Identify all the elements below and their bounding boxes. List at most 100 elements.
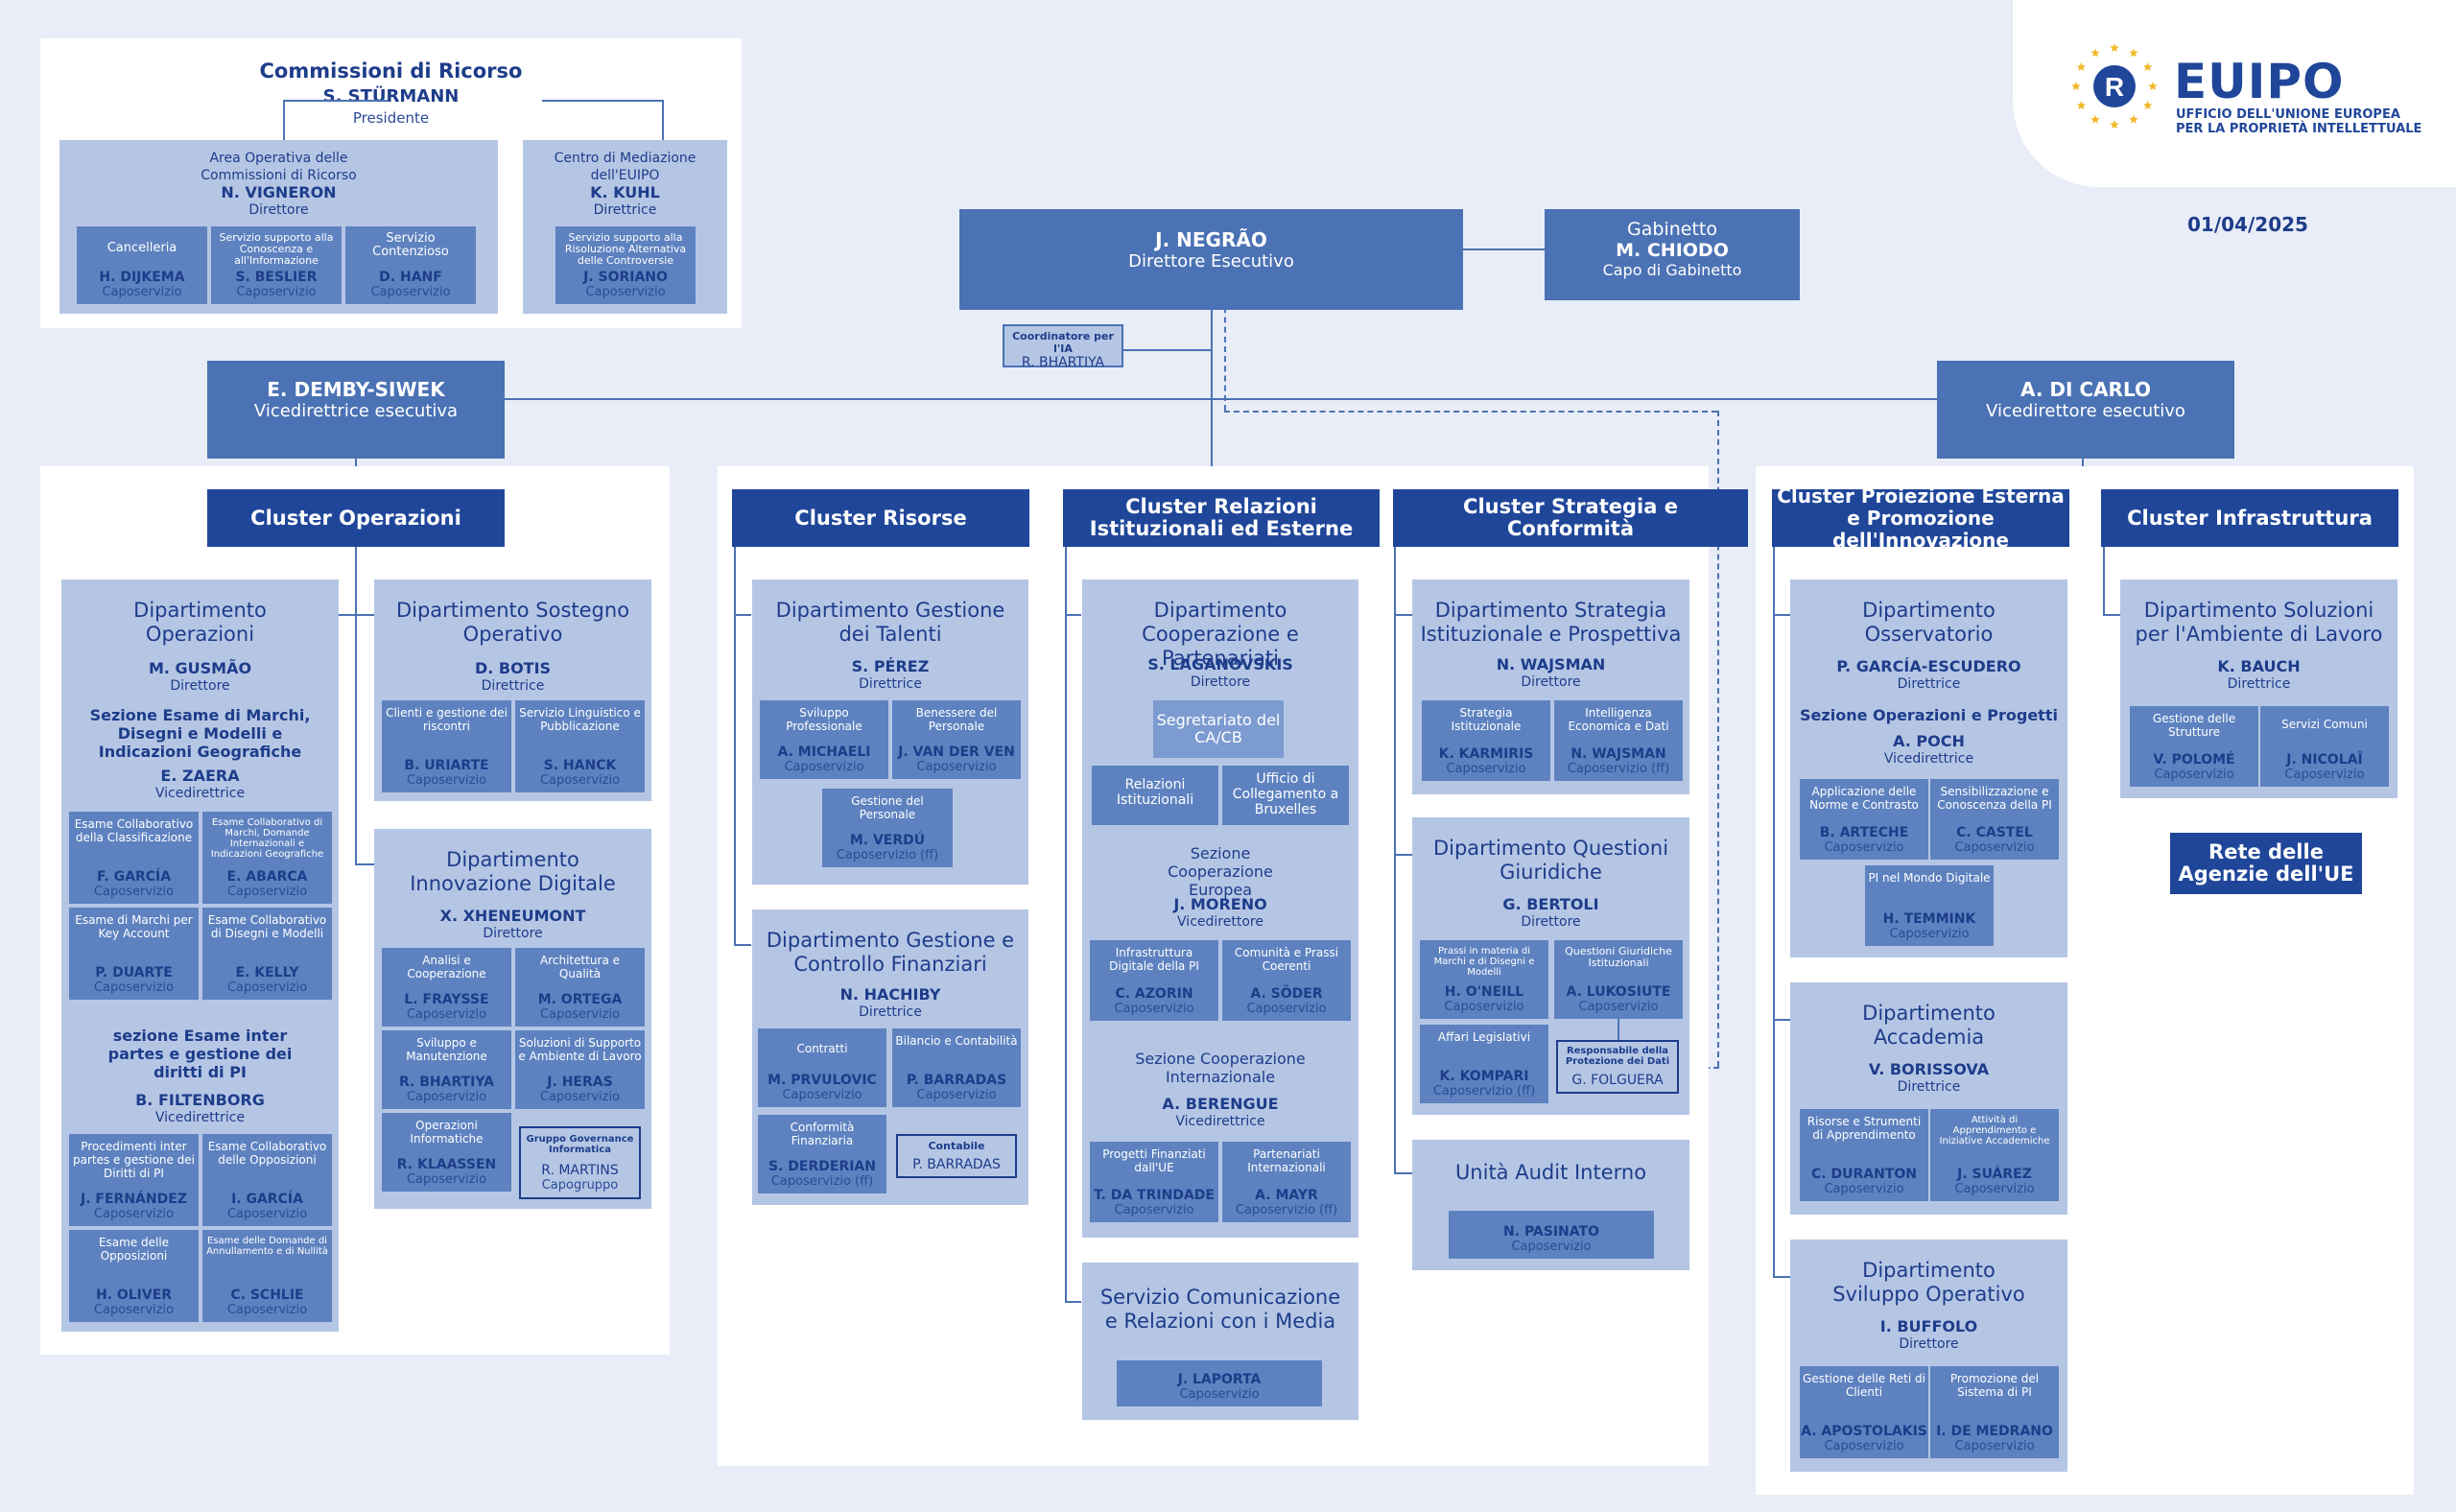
dept-communications: Servizio Comunicazione e Relazioni con i…: [1082, 1263, 1358, 1420]
legal-director: G. BERTOLI: [1502, 895, 1599, 913]
cluster-infrastructure: Cluster Infrastruttura: [2101, 489, 2398, 547]
coop-secretariat: Segretariato del CA/CB: [1153, 700, 1284, 758]
unit-ops-4: Procedimenti inter partes e gestione dei…: [69, 1134, 199, 1226]
coop-director: S. LAGANOVSKIS: [1147, 655, 1293, 673]
executive-director-name: J. NEGRÃO: [1155, 228, 1267, 251]
mediation-centre: Centro di Mediazione dell'EUIPO K. KUHL …: [523, 140, 727, 314]
cabinet-head-name: M. CHIODO: [1616, 240, 1729, 261]
logo-line-2: PER LA PROPRIETÀ INTELLETTUALE: [2176, 122, 2422, 136]
finance-director: N. HACHIBY: [839, 985, 941, 1004]
logo-line-1: UFFICIO DELL'UNIONE EUROPEA: [2176, 107, 2400, 122]
opdev-director: I. BUFFOLO: [1879, 1317, 1978, 1335]
boards-of-appeal-panel: Commissioni di Ricorso S. STÜRMANN Presi…: [40, 38, 742, 328]
deputy-left-name: E. DEMBY-SIWEK: [267, 378, 445, 401]
observatory-deputy: A. POCH: [1893, 732, 1965, 750]
cabinet-box: Gabinetto M. CHIODO Capo di Gabinetto: [1545, 209, 1800, 300]
cluster-relations: Cluster Relazioni Istituzionali ed Ester…: [1063, 489, 1380, 547]
executive-director-box: J. NEGRÃO Direttore Esecutivo: [959, 209, 1463, 310]
coop-institutional-relations: Relazioni Istituzionali: [1092, 766, 1218, 825]
logo-star-icon: [2090, 48, 2100, 58]
coop-brussels-office: Ufficio di Collegamento a Bruxelles: [1222, 766, 1349, 825]
unit-ops-3: Esame Collaborativo di Disegni e Modelli…: [202, 908, 332, 1000]
deputy-right-name: A. DI CARLO: [2019, 378, 2151, 401]
dept-digital: Dipartimento Innovazione Digitale X. XHE…: [374, 829, 651, 1209]
unit-academy-1: Attività di Apprendimento e Iniziative A…: [1930, 1109, 2059, 1201]
svg-text:R: R: [2105, 72, 2124, 102]
support-director: D. BOTIS: [474, 659, 552, 677]
dept-strategy: Dipartimento Strategia Istituzionale e P…: [1412, 579, 1689, 794]
dept-support: Dipartimento Sostegno Operativo D. BOTIS…: [374, 579, 651, 801]
observatory-director: P. GARCÍA-ESCUDERO: [1836, 657, 2021, 675]
academy-director: V. BORISSOVA: [1868, 1060, 1990, 1078]
dept-observatory: Dipartimento Osservatorio P. GARCÍA-ESCU…: [1790, 579, 2067, 957]
logo-star-icon: [2142, 101, 2153, 109]
logo-star-icon: [2110, 43, 2119, 52]
executive-director-role: Direttore Esecutivo: [1128, 251, 1294, 272]
cluster-strategy: Cluster Strategia e Conformità: [1393, 489, 1748, 547]
ops-director: M. GUSMÃO: [148, 659, 252, 677]
eu-agencies-network: Rete delle Agenzie dell'UE: [2170, 833, 2362, 894]
deputy-right-box: A. DI CARLO Vicedirettore esecutivo: [1937, 361, 2234, 459]
coop-s1-deputy: J. MORENO: [1173, 895, 1267, 913]
mediation-director: K. KUHL: [590, 183, 660, 201]
deputy-left-box: E. DEMBY-SIWEK Vicedirettrice esecutiva: [207, 361, 505, 459]
workplace-director: K. BAUCH: [2217, 657, 2301, 675]
logo-star-icon: [2148, 82, 2158, 90]
digital-director: X. XHENEUMONT: [439, 907, 586, 925]
unit-knowledge: Servizio supporto alla Conoscenza e all'…: [211, 226, 342, 304]
logo-panel: R EUIPO UFFICIO DELL'UNIONE EUROPEA PER …: [2013, 0, 2456, 187]
dept-talent: Dipartimento Gestione dei Talenti S. PÉR…: [752, 579, 1028, 885]
unit-ops-0: Esame Collaborativo della Classificazion…: [69, 812, 199, 904]
boards-title: Commissioni di Ricorso: [259, 59, 523, 83]
boards-president-role: Presidente: [352, 109, 430, 127]
cluster-operations: Cluster Operazioni: [207, 489, 505, 547]
ai-coordinator-box: Coordinatore per l'IA R. BHARTIYA: [1003, 324, 1123, 370]
logo-star-icon: [2110, 120, 2119, 129]
boards-area-director: N. VIGNERON: [221, 183, 337, 201]
logo-star-icon: [2090, 114, 2100, 124]
boards-president-name: S. STÜRMANN: [322, 86, 460, 106]
ops-s1-deputy: E. ZAERA: [160, 767, 240, 785]
unit-ops-7: Esame delle Domande di Annullamento e di…: [202, 1230, 332, 1322]
unit-ops-1: Esame Collaborativo di Marchi, Domande I…: [202, 812, 332, 904]
dept-operational-development: Dipartimento Sviluppo Operativo I. BUFFO…: [1790, 1240, 2067, 1472]
unit-legal-0: Prassi in materia di Marchi e di Disegni…: [1420, 940, 1548, 1019]
dept-cooperation: Dipartimento Cooperazione e Partenariati…: [1082, 579, 1358, 1238]
dept-finance: Dipartimento Gestione e Controllo Finanz…: [752, 910, 1028, 1205]
chart-date: 01/04/2025: [2187, 213, 2308, 236]
